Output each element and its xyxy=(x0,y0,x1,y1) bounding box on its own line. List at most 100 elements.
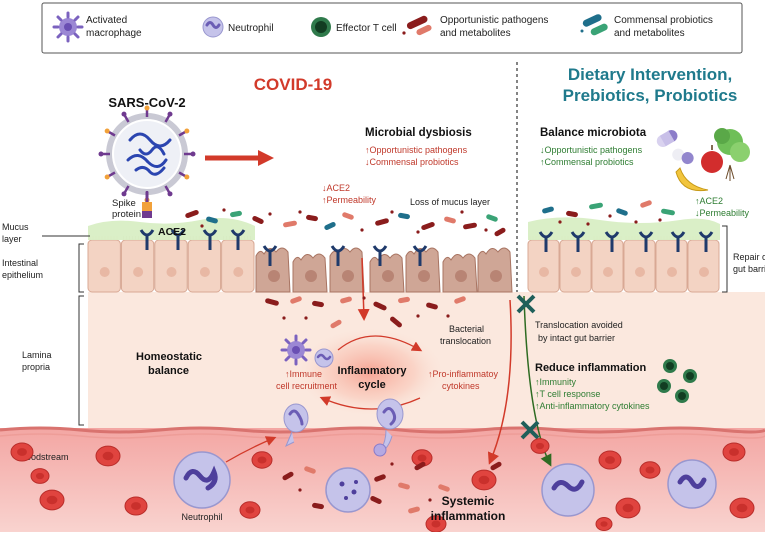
translocation-arrow xyxy=(357,257,370,321)
bacterial-translocation-2: translocation xyxy=(440,336,491,346)
metabolite xyxy=(200,224,204,228)
pathogen-icon xyxy=(454,296,466,304)
pathogen-icon xyxy=(414,461,426,471)
neutrophil-icon xyxy=(314,348,334,368)
bloodstream xyxy=(0,428,765,532)
pathogen-icon xyxy=(426,302,438,310)
metabolite xyxy=(446,314,450,318)
bacterial-translocation-1: Bacterial xyxy=(449,324,484,334)
t-cell-icon xyxy=(657,359,697,403)
vessel-wall xyxy=(0,426,765,434)
pro-inflammatory-2: cytokines xyxy=(442,381,480,391)
immune-recruit-2: cell recruitment xyxy=(276,381,338,391)
pathogen-icon xyxy=(402,15,432,36)
damaged-epithelial-cell xyxy=(405,247,441,293)
inflammation-glow xyxy=(295,327,445,417)
probiotic-icon xyxy=(616,208,628,216)
translocation-avoided-1: Translocation avoided xyxy=(535,320,623,330)
permeability-down: ↓Permeability xyxy=(695,208,750,218)
spike-label-2: protein xyxy=(112,209,141,220)
neutrophil-icon xyxy=(667,459,717,509)
epithelium-label-1: Intestinal xyxy=(2,258,38,268)
ace2-up: ↑ACE2 xyxy=(695,196,723,206)
epithelial-cell xyxy=(120,239,155,293)
neutrophil-icon xyxy=(373,398,404,457)
neutrophil-icon xyxy=(173,451,231,509)
pathogen-icon xyxy=(390,316,402,328)
probiotic-icon xyxy=(230,210,242,218)
pathogen-icon xyxy=(490,461,502,471)
diet-title-1: Dietary Intervention, xyxy=(568,65,732,84)
probiotic-icon xyxy=(542,206,554,214)
lamina-bracket xyxy=(78,295,84,426)
ace2-label: ACE2 xyxy=(158,226,186,238)
pathogen-icon xyxy=(566,210,578,218)
neutrophil-icon xyxy=(541,463,595,517)
probiotic-icon xyxy=(398,212,410,220)
systemic-arrow xyxy=(487,299,512,465)
pathogen-icon xyxy=(438,484,450,492)
probiotic-icon xyxy=(206,216,218,224)
pathogen-icon xyxy=(463,222,477,230)
pathogen-icon xyxy=(185,209,199,219)
pathogen-icon xyxy=(330,319,342,329)
legend: Activated macrophage Neutrophil Effector… xyxy=(41,2,743,54)
probiotic-icon xyxy=(486,214,498,222)
covid-title: COVID-19 xyxy=(254,75,332,94)
pathogen-icon xyxy=(408,506,420,514)
cross-mark-icon xyxy=(520,420,540,440)
neutrophil-icon xyxy=(283,403,309,448)
spike-label-1: Spike xyxy=(112,198,136,209)
legend-label-macrophage-1: Activated xyxy=(86,15,127,26)
pathogen-icon xyxy=(373,301,387,311)
repair-label-2: gut barrier xyxy=(733,264,765,274)
epithelial-cell xyxy=(655,239,688,293)
metabolite xyxy=(298,210,302,214)
metabolite xyxy=(634,220,638,224)
spike-protein-icon xyxy=(142,192,152,218)
lamina-label-1: Lamina xyxy=(22,350,52,360)
macrophage-icon xyxy=(280,334,312,366)
epithelial-cell xyxy=(527,239,560,293)
dysbiosis-line1: ↑Opportunistic pathogens xyxy=(365,145,468,155)
intestinal-epithelium xyxy=(87,236,720,293)
metabolite xyxy=(268,212,272,216)
epithelial-cell xyxy=(187,239,222,293)
dysbiosis-title: Microbial dysbiosis xyxy=(365,127,472,139)
dysbiosis-line2: ↓Commensal probiotics xyxy=(365,157,459,167)
ace2-receptor-icon xyxy=(139,229,714,266)
damaged-epithelial-cell xyxy=(255,247,291,293)
metabolite xyxy=(304,316,308,320)
pathogen-icon xyxy=(375,218,389,226)
pathogen-icon xyxy=(398,296,410,304)
metabolite xyxy=(484,228,488,232)
pathogen-icon xyxy=(282,471,294,481)
metabolite xyxy=(416,230,420,234)
cycle-arrow-top xyxy=(337,335,423,352)
epithelium-bracket xyxy=(78,243,84,293)
reduce-line1: ↑Immunity xyxy=(535,377,577,387)
legend-label-pathogens-2: and metabolites xyxy=(440,28,511,39)
reduce-line2: ↑T cell response xyxy=(535,389,600,399)
epithelium-label-2: epithelium xyxy=(2,270,43,280)
epithelial-cell xyxy=(87,239,121,293)
balance-line2: ↑Commensal probiotics xyxy=(540,157,634,167)
balance-title: Balance microbiota xyxy=(540,127,647,139)
systemic-label-1: Systemic xyxy=(442,494,495,508)
mucus-label-2: layer xyxy=(2,234,22,244)
legend-label-pathogens-1: Opportunistic pathogens xyxy=(440,15,548,26)
repair-label-1: Repair of xyxy=(733,252,765,262)
permeability-up: ↑Permeability xyxy=(322,195,377,205)
metabolite xyxy=(428,498,432,502)
pathogen-icon xyxy=(370,496,382,504)
legend-label-t-cell: Effector T cell xyxy=(336,23,397,34)
pathogen-icon xyxy=(398,482,410,490)
virus-name: SARS-CoV-2 xyxy=(108,95,185,110)
pathogen-icon xyxy=(640,200,652,208)
immune-recruit-1: ↑Immune xyxy=(285,369,322,379)
pathogen-icon xyxy=(444,216,456,224)
legend-label-probiotics-1: Commensal probiotics xyxy=(614,15,713,26)
pro-inflammatory-1: ↑Pro-inflammatoy xyxy=(428,369,499,379)
